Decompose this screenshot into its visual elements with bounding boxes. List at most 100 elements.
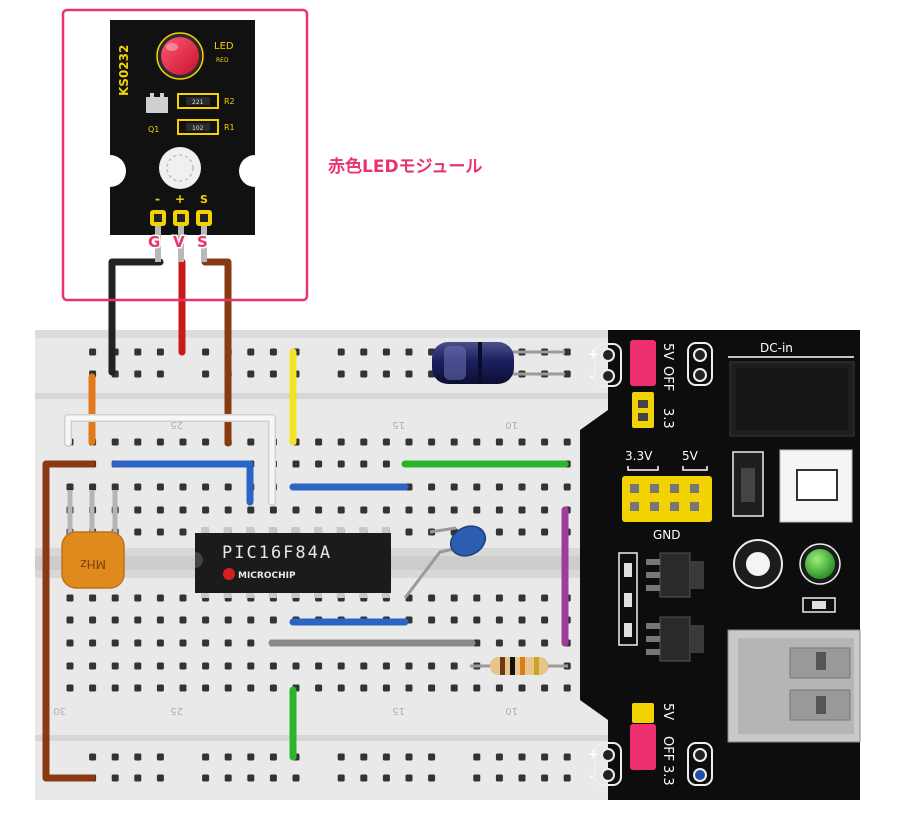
chip-pin <box>201 527 209 535</box>
header-5v-label: 5V <box>682 449 699 463</box>
grid-hole <box>156 438 164 446</box>
header-gnd-label: GND <box>653 528 681 542</box>
grid-hole <box>66 662 74 670</box>
rail-hole <box>405 348 413 356</box>
grid-hole <box>337 662 345 670</box>
rail-hole <box>224 753 232 761</box>
mounting-hole <box>159 147 201 189</box>
crystal-oscillator: MHz <box>61 490 125 589</box>
grid-hole <box>179 594 187 602</box>
module-model-label: KS0232 <box>117 45 131 96</box>
rail-hole <box>563 348 571 356</box>
grid-hole <box>269 662 277 670</box>
grid-hole <box>134 684 142 692</box>
grid-hole <box>495 594 503 602</box>
led-module-callout <box>61 8 309 302</box>
grid-hole <box>450 506 458 514</box>
grid-hole <box>156 616 164 624</box>
grid-hole <box>337 460 345 468</box>
grid-hole <box>269 616 277 624</box>
chip-pin <box>359 527 368 535</box>
grid-hole <box>89 483 97 491</box>
grid-hole <box>179 438 187 446</box>
grid-hole <box>292 506 300 514</box>
rail-hole <box>518 774 526 782</box>
grid-hole <box>360 438 368 446</box>
grid-hole <box>89 594 97 602</box>
rail-hole <box>382 370 390 378</box>
grid-hole <box>66 483 74 491</box>
grid-hole <box>134 616 142 624</box>
grid-hole <box>156 483 164 491</box>
pin-symbol-s: S <box>200 193 208 206</box>
grid-hole <box>315 662 323 670</box>
rail-hole <box>563 774 571 782</box>
r2-code: 221 <box>192 99 204 106</box>
rail-hole <box>134 348 142 356</box>
grid-hole <box>518 594 526 602</box>
chip-pin <box>336 590 345 598</box>
grid-hole <box>541 684 549 692</box>
grid-hole <box>134 506 142 514</box>
rail-hole <box>360 753 368 761</box>
grid-hole <box>179 684 187 692</box>
dc-in-label: DC-in <box>760 341 793 355</box>
grid-hole <box>315 684 323 692</box>
bottom-jumper-off: OFF <box>660 736 675 761</box>
rail-hole <box>337 348 345 356</box>
rail-hole <box>202 753 210 761</box>
grid-hole <box>66 616 74 624</box>
grid-hole <box>224 662 232 670</box>
chip-pin <box>246 590 255 598</box>
grid-hole <box>473 483 481 491</box>
grid-hole <box>315 506 323 514</box>
grid-hole <box>179 506 187 514</box>
chip-pin <box>201 590 209 598</box>
grid-hole <box>495 483 503 491</box>
grid-hole <box>495 616 503 624</box>
grid-hole <box>111 616 119 624</box>
rail-hole <box>89 753 97 761</box>
wire-brown-signal <box>201 258 232 447</box>
rail-hole <box>428 753 436 761</box>
wire-white <box>65 415 275 505</box>
grid-hole <box>134 438 142 446</box>
top-jumper-pins <box>632 392 654 428</box>
header-33v-label: 3.3V <box>625 449 653 463</box>
rail-hole <box>360 774 368 782</box>
grid-hole <box>315 460 323 468</box>
status-components <box>733 539 841 613</box>
col-number-bottom-10: 10 <box>505 705 518 716</box>
col-number-bottom-25: 25 <box>170 705 183 716</box>
r2-label: R2 <box>224 97 235 106</box>
top-voltage-jumper: 5V OFF 3.3 <box>630 340 675 429</box>
grid-hole <box>541 438 549 446</box>
grid-hole <box>518 438 526 446</box>
grid-hole <box>89 616 97 624</box>
rail-hole <box>405 370 413 378</box>
rail-hole <box>337 774 345 782</box>
rail-hole <box>224 774 232 782</box>
grid-hole <box>89 639 97 647</box>
grid-hole <box>156 506 164 514</box>
grid-hole <box>247 684 255 692</box>
grid-hole <box>495 684 503 692</box>
jumper-wires <box>42 258 569 782</box>
grid-hole <box>428 616 436 624</box>
wire-brown-long <box>42 460 96 782</box>
grid-hole <box>224 483 232 491</box>
usb-port <box>727 629 861 743</box>
grid-hole <box>224 639 232 647</box>
grid-hole <box>450 662 458 670</box>
grid-hole <box>450 684 458 692</box>
rail-hole <box>473 774 481 782</box>
push-button <box>779 449 853 523</box>
grid-hole <box>518 616 526 624</box>
grid-hole <box>179 639 187 647</box>
grid-hole <box>518 639 526 647</box>
rail-hole <box>428 774 436 782</box>
rail-hole <box>360 348 368 356</box>
top-jumper-off: OFF <box>660 366 675 391</box>
grid-hole <box>360 506 368 514</box>
